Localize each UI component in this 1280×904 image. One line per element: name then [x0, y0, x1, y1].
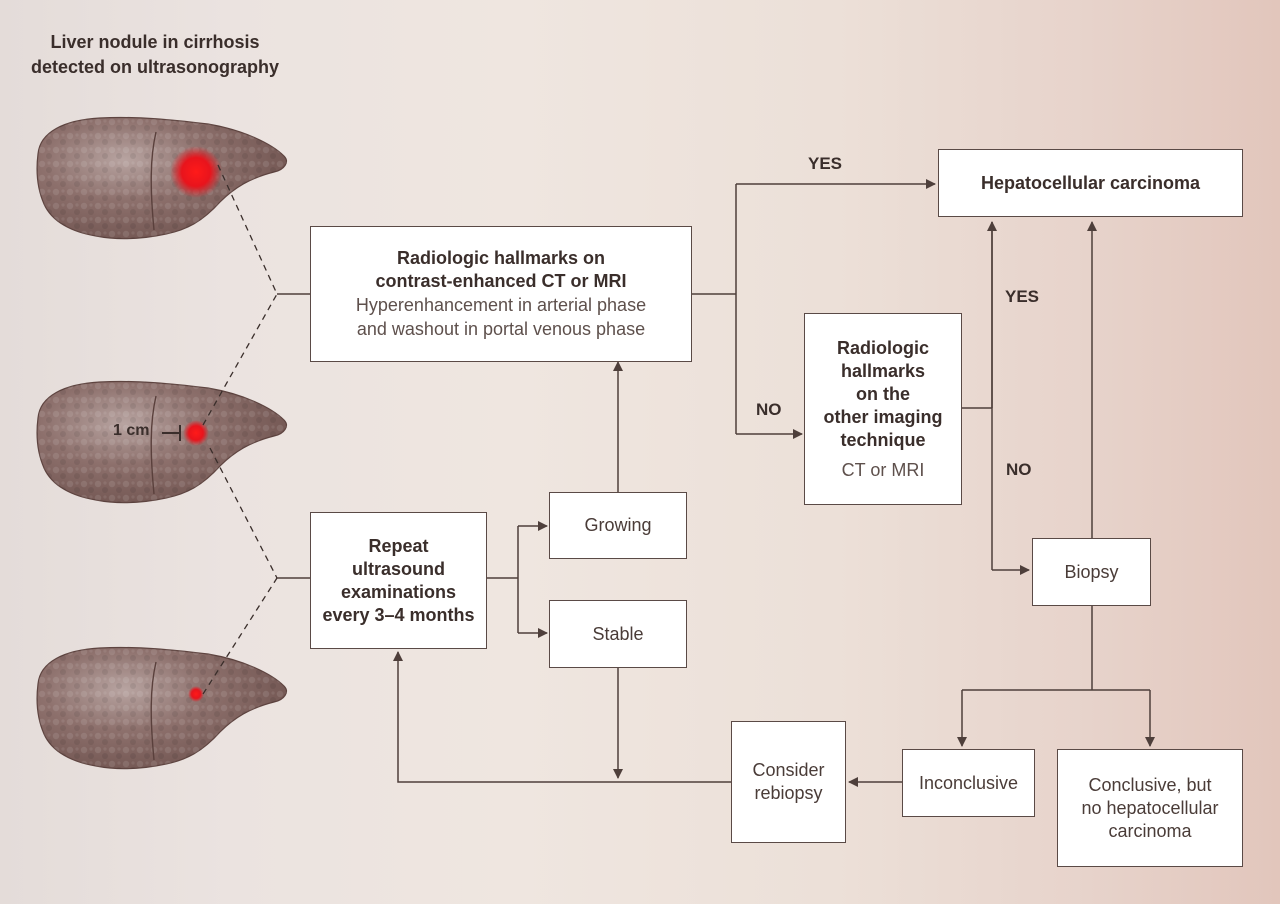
node-label: Biopsy — [1064, 561, 1119, 582]
node-line: carcinoma — [1108, 820, 1192, 841]
node-label: Hepatocellular carcinoma — [980, 172, 1201, 193]
node-line: rebiopsy — [754, 783, 823, 803]
node-repeat-ultrasound: Repeat ultrasound examinations every 3–4… — [310, 512, 487, 649]
node-label: Growing — [584, 515, 652, 535]
node-line: ultrasound — [352, 558, 445, 579]
node-conclusive-no-hcc: Conclusive, but no hepatocellular carcin… — [1057, 749, 1243, 867]
node-biopsy: Biopsy — [1032, 538, 1151, 606]
node-consider-rebiopsy: Consider rebiopsy — [731, 721, 846, 843]
node-heading-line: Radiologic hallmarks on — [396, 248, 606, 268]
node-heading-line: contrast-enhanced CT or MRI — [375, 271, 627, 291]
node-line: hallmarks — [840, 360, 926, 381]
node-line: Repeat — [368, 535, 429, 556]
node-line: Conclusive, but — [1088, 774, 1212, 795]
node-detail-line: Hyperenhancement in arterial phase — [355, 295, 647, 315]
node-line: other imaging — [823, 406, 943, 427]
node-line: every 3–4 months — [322, 604, 475, 625]
node-detail-line: and washout in portal venous phase — [356, 319, 646, 339]
node-growing: Growing — [549, 492, 687, 559]
liver-large-nodule — [36, 116, 287, 240]
node-inconclusive: Inconclusive — [902, 749, 1035, 817]
node-line: examinations — [340, 581, 457, 602]
node-stable: Stable — [549, 600, 687, 668]
node-radiologic-hallmarks-ct-mri: Radiologic hallmarks on contrast-enhance… — [310, 226, 692, 362]
dashed-connectors — [202, 164, 278, 695]
node-label: Inconclusive — [918, 772, 1019, 793]
flow-lines — [277, 179, 1155, 787]
node-label: Stable — [592, 623, 644, 644]
edge-label-no-right: NO — [1006, 460, 1032, 479]
scale-label: 1 cm — [113, 422, 150, 439]
edge-label-no-left: NO — [756, 400, 782, 419]
liver-small-nodule — [36, 646, 287, 770]
liver-1cm-nodule — [36, 380, 287, 504]
node-detail: CT or MRI — [841, 459, 925, 480]
diagram-title: Liver nodule in cirrhosis detected on ul… — [30, 32, 280, 77]
node-line: technique — [840, 429, 926, 450]
edge-label-yes-top: YES — [808, 154, 843, 173]
node-other-imaging-technique: Radiologic hallmarks on the other imagin… — [804, 313, 962, 505]
node-hepatocellular-carcinoma: Hepatocellular carcinoma — [938, 149, 1243, 217]
node-line: no hepatocellular — [1081, 797, 1219, 818]
edge-label-yes-right: YES — [1005, 287, 1040, 306]
node-line: on the — [856, 383, 910, 404]
node-line: Consider — [752, 760, 825, 780]
node-line: Radiologic — [836, 337, 929, 358]
scale-bar — [162, 425, 181, 441]
